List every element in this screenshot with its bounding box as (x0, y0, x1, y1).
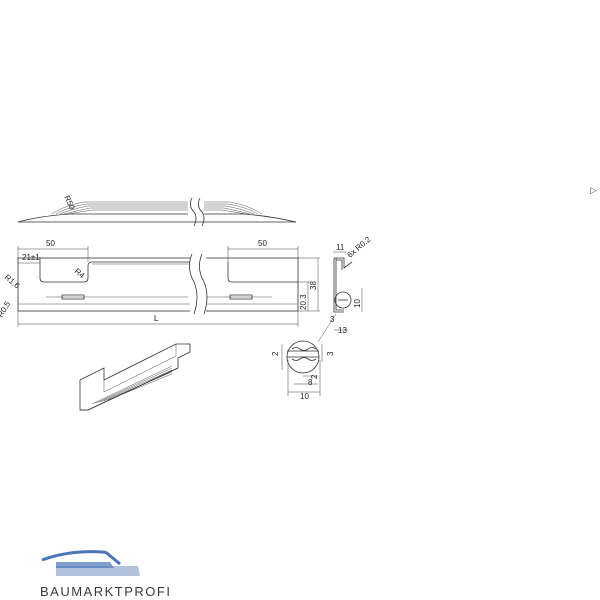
r05-label: R0.5 (0, 299, 12, 319)
dim-3-right: 3 (326, 351, 335, 356)
r4-label: R4 (73, 267, 87, 281)
r16-label: R1.6 (3, 273, 22, 291)
baumarktprofi-logo (41, 550, 140, 576)
brand-name: BAUMARKTPROFI (40, 584, 172, 599)
dim-50-right: 50 (258, 239, 267, 248)
dim-50-left: 50 (46, 239, 55, 248)
triangle-right-icon[interactable]: ▷ (590, 186, 597, 196)
dim-2-left: 2 (271, 351, 280, 356)
isometric-view (79, 343, 191, 411)
dim-11: 11 (336, 243, 345, 252)
dim-13: 13 (338, 326, 347, 335)
corner-radii-label: 6x R0.2 (346, 235, 373, 260)
dim-10-bottom: 10 (300, 392, 309, 401)
cross-section-view: 11 6x R0.2 10 13 3 (317, 235, 373, 343)
front-view: 50 50 21±1 R1.6 R4 R0.5 L 20.3 38 (0, 239, 320, 327)
side-profile-view: R50 (17, 194, 297, 227)
detail-view: 2 3 2 8 10 (271, 340, 335, 401)
dim-2-bottom: 2 (310, 374, 319, 379)
dim-38: 38 (309, 281, 318, 290)
dim-8: 8 (308, 378, 313, 387)
dim-20-3: 20.3 (299, 294, 308, 310)
dim-10-side: 10 (353, 299, 362, 308)
dim-21: 21±1 (22, 253, 40, 262)
dim-length: L (154, 314, 159, 323)
